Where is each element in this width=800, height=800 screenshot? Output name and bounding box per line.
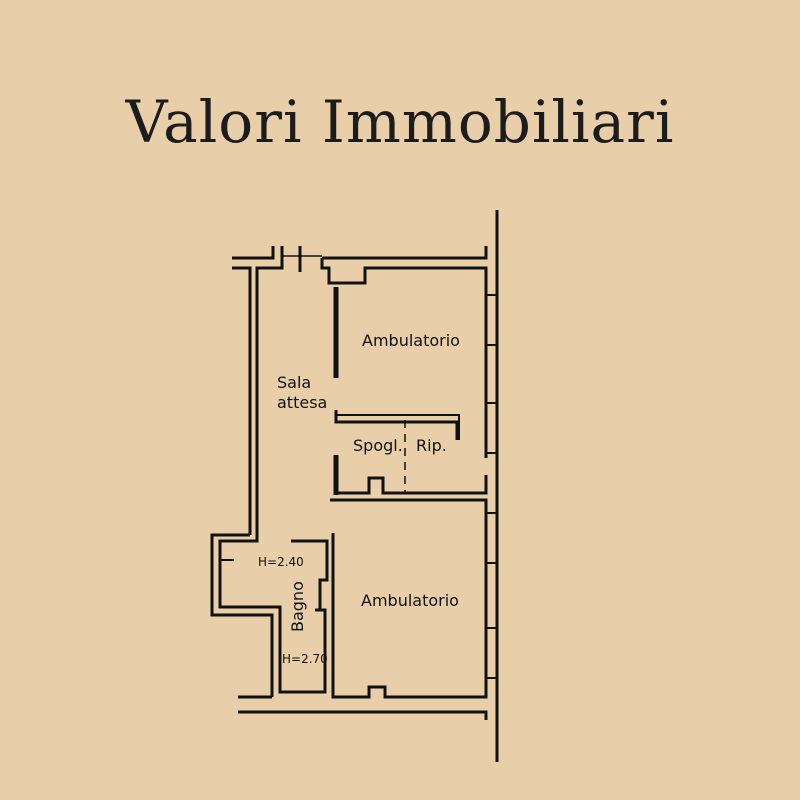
room-label-ambulatorio-bottom: Ambulatorio: [361, 591, 459, 610]
room-label-ambulatorio-top: Ambulatorio: [362, 331, 460, 350]
room-label-attesa: attesa: [277, 393, 327, 412]
walls: [210, 210, 499, 762]
room-label-bagno: Bagno: [288, 581, 307, 632]
height-label-1: H=2.40: [258, 555, 304, 569]
brand-title: Valori Immobiliari: [125, 88, 675, 156]
height-label-2: H=2.70: [282, 652, 328, 666]
room-label-spogl: Spogl.: [353, 436, 403, 455]
room-label-rip: Rip.: [416, 436, 447, 455]
room-label-sala: Sala: [277, 373, 311, 392]
